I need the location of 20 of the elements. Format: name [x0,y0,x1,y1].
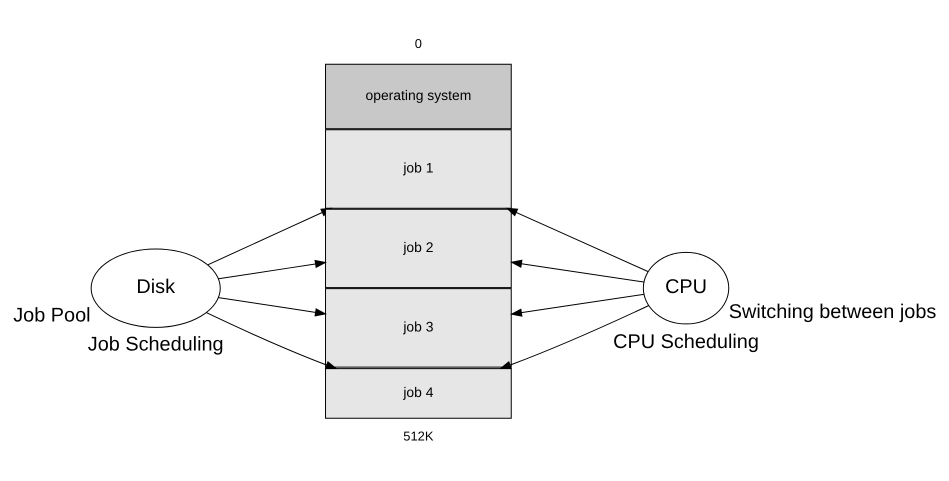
node-box: operating system [325,63,512,129]
node-box: job 1 [325,128,512,208]
arrow [218,259,327,279]
node-label: Switching between jobs [728,300,936,322]
arrow [506,207,649,272]
node-ellipse: Disk [90,248,221,328]
node-box: job 3 [325,288,512,368]
label: CPU Scheduling [613,330,759,352]
node-box: job 2 [325,208,512,288]
label: Job Scheduling [88,333,224,356]
node-label: Job Pool [13,304,91,326]
arrow [510,293,644,316]
node-box: job 4 [325,368,512,418]
arrow [499,304,650,369]
arrow [218,296,327,316]
arrow [206,312,338,369]
arrow [510,259,644,282]
label: 0 [414,36,422,51]
node-ellipse: CPU [642,251,730,324]
label: 512K [403,428,434,444]
